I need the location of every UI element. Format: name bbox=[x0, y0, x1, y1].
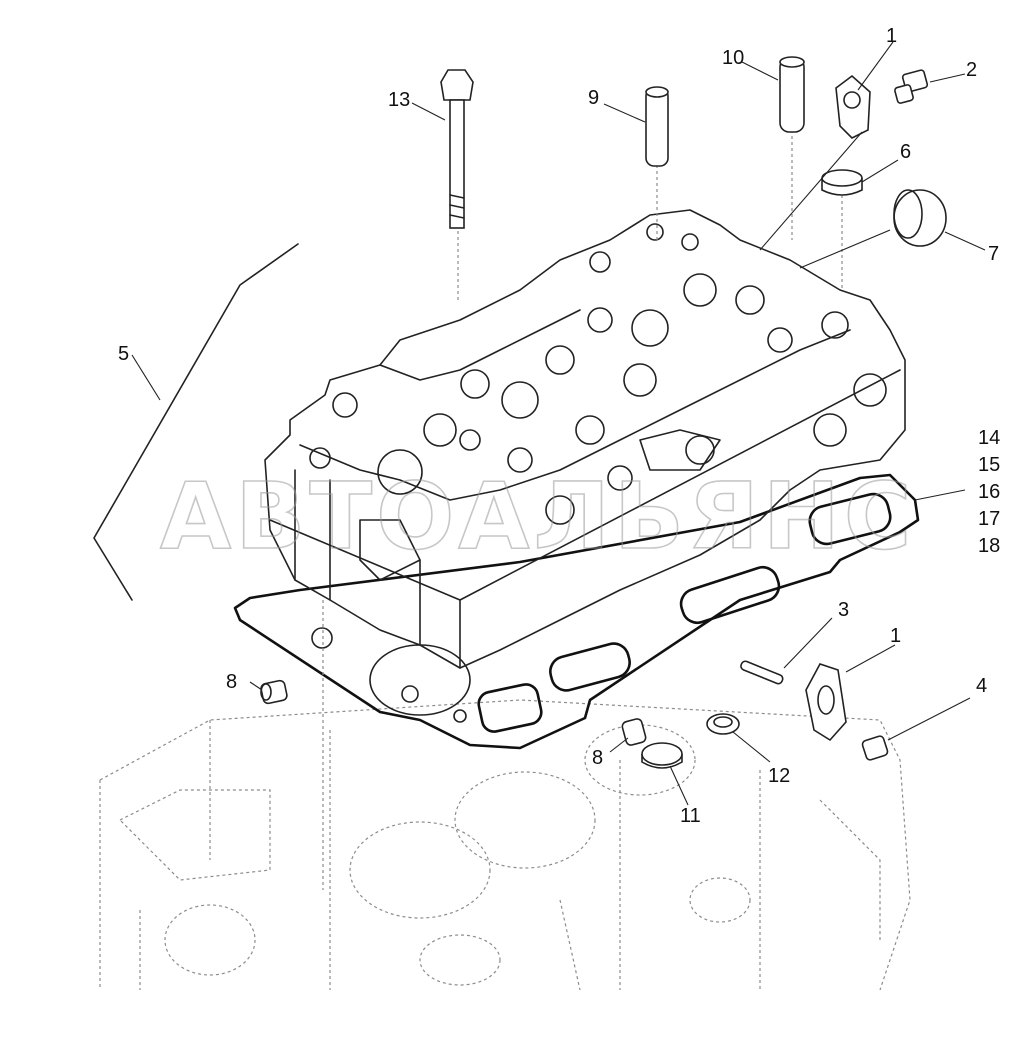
bushing-8-right bbox=[621, 718, 647, 746]
callout-16: 16 bbox=[978, 481, 1000, 503]
cylinder-head bbox=[264, 209, 906, 669]
head-ports bbox=[309, 223, 887, 525]
callout-2: 2 bbox=[966, 59, 977, 81]
callout-10: 10 bbox=[722, 47, 744, 69]
callout-9: 9 bbox=[588, 87, 599, 109]
seal-ring-6 bbox=[821, 169, 863, 196]
bolt-4 bbox=[861, 735, 889, 761]
callout-3: 3 bbox=[838, 599, 849, 621]
dowel-sleeve-10 bbox=[779, 56, 805, 133]
bushing-8-left bbox=[260, 679, 288, 705]
callout-6: 6 bbox=[900, 141, 911, 163]
bolt-13 bbox=[440, 69, 474, 229]
callout-1-top: 1 bbox=[886, 25, 897, 47]
leader-lines bbox=[131, 41, 986, 806]
lifting-eye-1-bottom bbox=[805, 663, 847, 742]
callout-8-right: 8 bbox=[592, 747, 603, 769]
watermark: АВТОАЛЬЯНС bbox=[160, 463, 915, 570]
seal-ring-12 bbox=[706, 713, 740, 735]
callouts: 13 9 10 1 2 6 7 5 14 15 16 17 18 3 1 4 8… bbox=[118, 25, 1000, 827]
callout-5: 5 bbox=[118, 343, 129, 365]
lifting-eye-1-top bbox=[835, 74, 871, 139]
head-gasket bbox=[233, 473, 920, 750]
seal-ring-11 bbox=[641, 742, 683, 769]
engine-block bbox=[99, 699, 911, 991]
plug-7 bbox=[893, 189, 947, 247]
callout-12: 12 bbox=[768, 765, 790, 787]
callout-7: 7 bbox=[988, 243, 999, 265]
callout-4: 4 bbox=[976, 675, 987, 697]
callout-14: 14 bbox=[978, 427, 1000, 449]
callout-11: 11 bbox=[680, 805, 701, 827]
dowel-sleeve-9 bbox=[645, 86, 669, 167]
bolt-2 bbox=[894, 69, 929, 104]
bracket-5 bbox=[93, 243, 299, 601]
assembly-axes bbox=[322, 130, 843, 890]
callout-15: 15 bbox=[978, 454, 1000, 476]
callout-18: 18 bbox=[978, 535, 1000, 557]
callout-8-left: 8 bbox=[226, 671, 237, 693]
callout-1-bottom: 1 bbox=[890, 625, 901, 647]
callout-13: 13 bbox=[388, 89, 410, 111]
callout-17: 17 bbox=[978, 508, 1000, 530]
pin-3 bbox=[740, 660, 784, 685]
